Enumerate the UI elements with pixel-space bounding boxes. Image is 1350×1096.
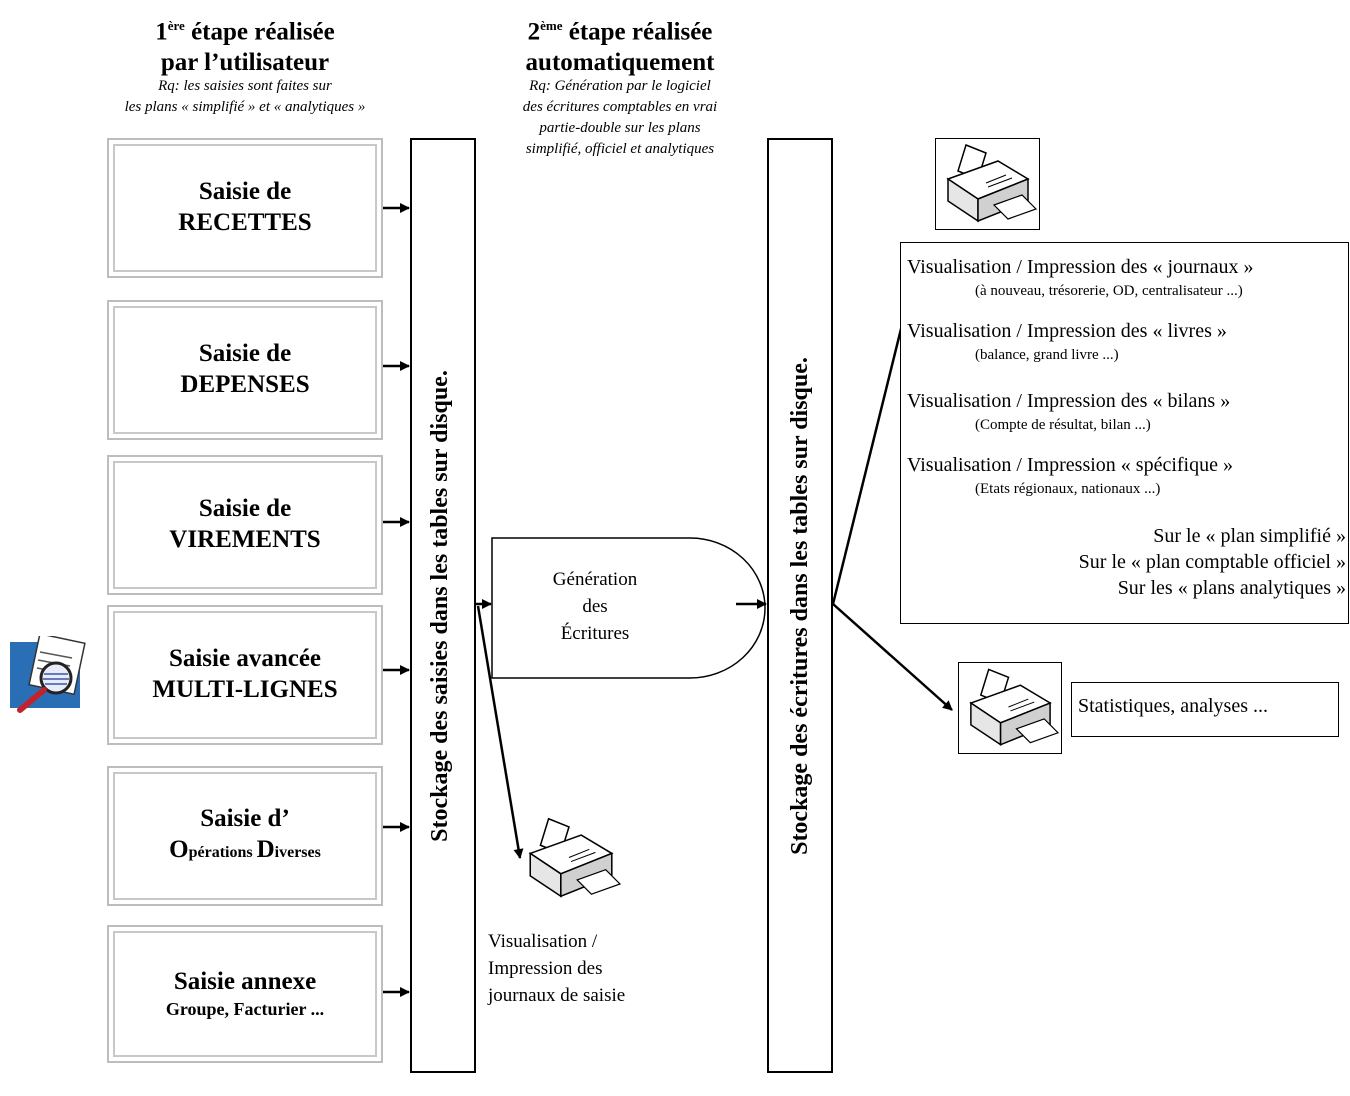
stats-label: Statistiques, analyses ...: [1078, 695, 1268, 717]
box-virements[interactable]: Saisie de VIREMENTS: [107, 455, 383, 595]
output-bilans[interactable]: Visualisation / Impression des « bilans …: [907, 390, 1231, 412]
printer-icon: [935, 138, 1040, 230]
magnifier-document-icon: [10, 632, 92, 716]
stats-box[interactable]: Statistiques, analyses ...: [1071, 682, 1339, 737]
plan-analytiques: Sur les « plans analytiques »: [1117, 577, 1346, 599]
plan-officiel: Sur le « plan comptable officiel »: [1078, 551, 1346, 573]
box-operations-diverses[interactable]: Saisie d’ Opérations Diverses: [107, 766, 383, 906]
storage-inputs-bar: [410, 138, 476, 1073]
box-multi-lignes[interactable]: Saisie avancée MULTI-LIGNES: [107, 605, 383, 745]
printer-icon: [518, 812, 622, 904]
box-recettes[interactable]: Saisie de RECETTES: [107, 138, 383, 278]
output-livres[interactable]: Visualisation / Impression des « livres …: [907, 320, 1227, 342]
output-journaux-sub: (à nouveau, trésorerie, OD, centralisate…: [975, 283, 1243, 299]
step1-title: 1ère étape réalisée par l’utilisateur: [155, 18, 335, 77]
output-bilans-sub: (Compte de résultat, bilan ...): [975, 417, 1151, 433]
input-arrows: [383, 203, 410, 997]
plan-simplifie: Sur le « plan simplifié »: [1153, 525, 1346, 547]
plan-list: Sur le « plan simplifié » Sur le « plan …: [1079, 523, 1346, 601]
printer-icon: [958, 662, 1062, 754]
output-livres-sub: (balance, grand livre ...): [975, 347, 1119, 363]
output-journaux[interactable]: Visualisation / Impression des « journau…: [907, 256, 1254, 278]
arrow-to-stats: [832, 603, 953, 711]
output-specifique-sub: (Etats régionaux, nationaux ...): [975, 481, 1161, 497]
step2-note: Rq: Génération par le logiciel des écrit…: [522, 78, 718, 157]
box-depenses[interactable]: Saisie de DEPENSES: [107, 300, 383, 440]
box-saisie-annexe[interactable]: Saisie annexe Groupe, Facturier ...: [107, 925, 383, 1063]
flow-svg: [383, 203, 953, 997]
generation-shape: [491, 537, 766, 679]
step1-note: Rq: les saisies sont faites sur les plan…: [124, 78, 366, 115]
outputs-box: Visualisation / Impression des « journau…: [900, 242, 1349, 624]
storage-entries-bar: [767, 138, 833, 1073]
step2-title: 2ème étape réalisée automatiquement: [525, 18, 715, 77]
journal-print-label: Visualisation / Impression des journaux …: [488, 931, 626, 1006]
arrow-to-journal-printer: [476, 605, 524, 859]
generation-label: Génération des Écritures: [552, 569, 638, 644]
output-specifique[interactable]: Visualisation / Impression « spécifique …: [907, 454, 1233, 476]
